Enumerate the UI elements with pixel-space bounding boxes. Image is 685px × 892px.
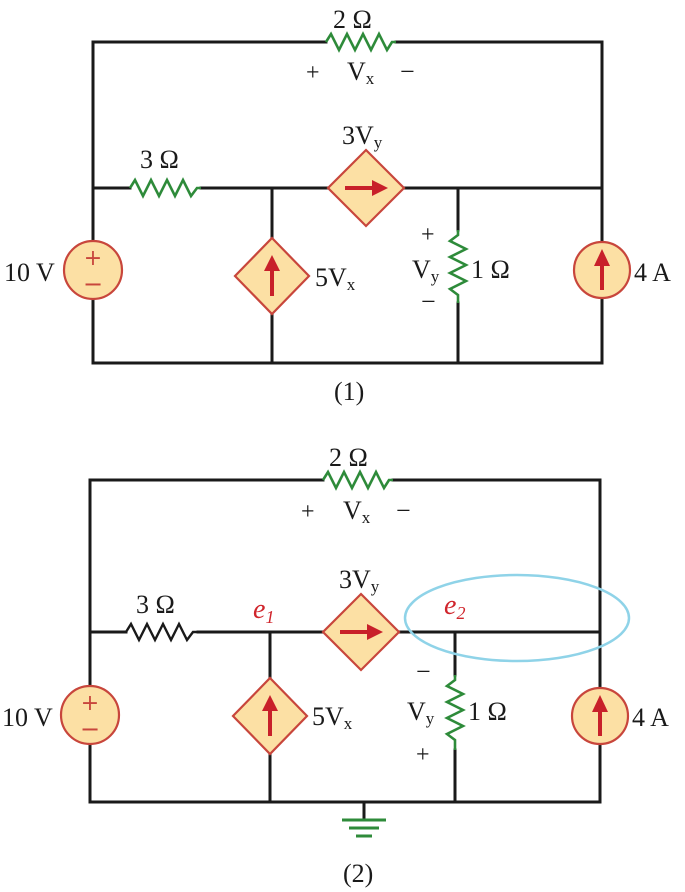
vx-minus-sign: − <box>396 496 411 525</box>
dependent-current-source-5vx <box>233 236 311 316</box>
current-source-4a <box>570 686 630 746</box>
dependent-source-3vy-label: 3Vy <box>342 121 383 152</box>
vy-bottom-sign: + <box>416 742 430 768</box>
ground-icon <box>342 818 386 838</box>
voltage-source-10v-label: 10 V <box>4 258 55 287</box>
dependent-current-source-5vx <box>231 676 309 756</box>
vx-label: Vx <box>347 57 375 88</box>
circuit-2: 2 Ω + Vx − 3 Ω e1 e2 3Vy 5Vx + − <box>2 443 669 888</box>
vx-minus-sign: − <box>400 57 415 86</box>
vy-label: Vy <box>412 255 440 286</box>
resistor-3ohm <box>128 177 201 199</box>
resistor-1ohm-label: 1 Ω <box>468 697 507 726</box>
vx-label: Vx <box>343 496 371 527</box>
resistor-2ohm-label: 2 Ω <box>333 5 372 34</box>
dependent-source-5vx-label: 5Vx <box>315 263 356 294</box>
voltage-source-10v: + − <box>62 239 124 301</box>
circuit-2-wires <box>88 478 602 820</box>
current-source-4a <box>572 240 632 300</box>
resistor-1ohm-label: 1 Ω <box>471 255 510 284</box>
circuit-1: 2 Ω + Vx − 3 Ω 3Vy 5Vx + − 10 V + <box>4 5 671 406</box>
vy-plus-sign: + <box>421 222 435 248</box>
dependent-current-source-3vy <box>326 148 406 228</box>
resistor-1ohm <box>444 675 466 750</box>
vy-minus-sign: − <box>421 287 436 316</box>
resistor-2ohm <box>321 469 393 491</box>
node-e2-highlight-ellipse <box>403 573 631 663</box>
vy-top-sign: − <box>416 657 431 686</box>
resistor-2ohm <box>324 31 396 53</box>
circuit-1-wires <box>91 40 604 365</box>
current-source-4a-label: 4 A <box>634 258 671 287</box>
node-e2-label: e2 <box>444 590 465 623</box>
vx-plus-sign: + <box>301 499 315 525</box>
voltage-source-10v-label: 10 V <box>2 703 53 732</box>
circuit-2-caption: (2) <box>343 859 373 888</box>
circuit-1-caption: (1) <box>334 377 364 406</box>
svg-text:−: − <box>80 715 100 743</box>
resistor-3ohm-label: 3 Ω <box>136 590 175 619</box>
resistor-3ohm <box>124 621 198 643</box>
resistor-3ohm-label: 3 Ω <box>140 145 179 174</box>
current-source-4a-label: 4 A <box>632 703 669 732</box>
svg-text:+: + <box>84 246 102 271</box>
vx-plus-sign: + <box>306 60 320 86</box>
resistor-2ohm-label: 2 Ω <box>329 443 368 472</box>
dependent-source-5vx-label: 5Vx <box>312 702 353 733</box>
dependent-current-source-3vy <box>321 592 401 672</box>
dependent-source-3vy-label: 3Vy <box>339 565 380 596</box>
resistor-1ohm <box>447 230 469 303</box>
voltage-source-10v: + − <box>59 684 121 746</box>
svg-text:+: + <box>81 691 99 716</box>
svg-text:−: − <box>83 270 103 298</box>
node-e1-label: e1 <box>253 594 274 627</box>
vy-label: Vy <box>407 697 435 728</box>
